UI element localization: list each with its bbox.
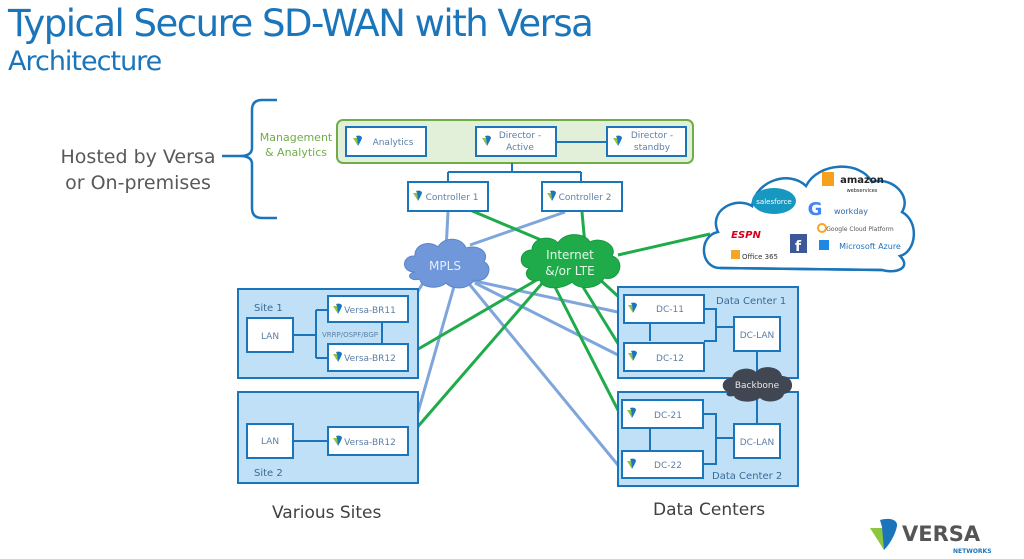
director-active-node[interactable]: Director - Active — [475, 126, 557, 157]
dc-21-node[interactable]: DC-21 — [621, 399, 704, 429]
internet-label-1: Internet — [546, 248, 594, 262]
office-text: Office 365 — [742, 253, 778, 261]
versa-br12-label: Versa-BR12 — [344, 354, 396, 364]
logo-name: VERSA — [902, 522, 981, 546]
versa-networks-logo: VERSA NETWORKS — [870, 518, 992, 555]
brace — [222, 98, 277, 220]
site-2-lan[interactable] — [246, 423, 294, 459]
dc-22-label: DC-22 — [654, 461, 682, 471]
site-2-versa-br12-node[interactable]: Versa-BR12 — [327, 426, 409, 456]
azure-icon — [819, 240, 829, 250]
site-1-panel: Site 1 LAN VRRP/OSPF/BGP Versa-BR11 Vers… — [237, 288, 419, 379]
site-2-br-label: Versa-BR12 — [344, 438, 396, 448]
management-label-line-2: & Analytics — [264, 146, 328, 159]
versa-br11-label: Versa-BR11 — [344, 306, 396, 316]
logo-sub: NETWORKS — [953, 548, 992, 555]
site-2-lan-label: LAN — [261, 437, 279, 447]
data-center-1-panel: Data Center 1 DC-11 DC-12 DC-LAN — [617, 286, 799, 379]
dc2-lan-label: DC-LAN — [740, 438, 775, 448]
aws-icon — [822, 172, 834, 186]
gcp-text: Google Cloud Platform — [826, 226, 894, 233]
hosted-line-1: Hosted by Versa — [60, 146, 216, 168]
data-centers-label: Data Centers — [653, 500, 766, 520]
office-icon — [731, 250, 740, 259]
site-1-label: Site 1 — [254, 303, 283, 314]
workday-text: workday — [834, 207, 868, 216]
controller-2-node[interactable]: Controller 2 — [541, 181, 623, 212]
google-logo: G — [808, 199, 823, 220]
internet-cloud: Internet &/or LTE — [520, 234, 621, 289]
site-1-lan-label: LAN — [261, 332, 279, 342]
aws-text: amazon — [840, 175, 884, 186]
site-2-label: Site 2 — [254, 468, 283, 479]
dc-12-node[interactable]: DC-12 — [623, 342, 705, 372]
various-sites-label: Various Sites — [272, 503, 382, 523]
backbone-label: Backbone — [735, 381, 780, 391]
saas-cloud: salesforce amazon webservices G workday … — [702, 165, 916, 273]
analytics-label: Analytics — [373, 138, 414, 148]
controller-1-label: Controller 1 — [426, 193, 479, 203]
management-label-line-1: Management — [259, 131, 333, 144]
analytics-node[interactable]: Analytics — [345, 126, 427, 157]
salesforce-logo — [752, 188, 796, 214]
gcp-icon — [817, 223, 827, 233]
controller-2-label: Controller 2 — [559, 193, 612, 203]
aws-sub: webservices — [847, 188, 878, 194]
director-active-label-1: Director - — [499, 131, 541, 141]
mpls-cloud: MPLS — [404, 238, 490, 289]
mpls-label: MPLS — [429, 259, 461, 273]
dc2-label: Data Center 2 — [712, 471, 782, 482]
backbone-cloud: Backbone — [722, 367, 793, 402]
director-standby-label-2: standby — [634, 143, 671, 153]
facebook-icon — [790, 234, 807, 253]
hosted-label: Hosted by Versa or On-premises — [40, 144, 236, 196]
dc1-label: Data Center 1 — [716, 296, 786, 307]
director-standby-label-1: Director - — [631, 131, 673, 141]
dc2-lan-node[interactable]: DC-LAN — [733, 423, 781, 459]
site-1-lan[interactable] — [246, 317, 294, 353]
dc1-lan-node[interactable]: DC-LAN — [733, 316, 781, 352]
salesforce-text: salesforce — [756, 198, 791, 206]
facebook-f: f — [795, 239, 802, 255]
dc-11-label: DC-11 — [656, 305, 684, 315]
page-title: Typical Secure SD-WAN with Versa — [8, 2, 594, 45]
data-center-2-panel: DC-21 DC-22 DC-LAN Data Center 2 — [617, 391, 799, 487]
versa-br12-node[interactable]: Versa-BR12 — [327, 343, 409, 372]
director-active-label-2: Active — [506, 143, 534, 153]
dc-11-node[interactable]: DC-11 — [623, 294, 705, 324]
hosted-line-2: or On-premises — [65, 172, 211, 194]
page-subtitle: Architecture — [8, 46, 162, 77]
espn-text: ESPN — [731, 230, 761, 241]
dc-22-node[interactable]: DC-22 — [621, 450, 704, 479]
management-label: Management & Analytics — [252, 130, 340, 160]
director-standby-node[interactable]: Director - standby — [606, 126, 687, 157]
protocol-label: VRRP/OSPF/BGP — [322, 331, 378, 339]
internet-label-2: &/or LTE — [545, 264, 594, 278]
dc-12-label: DC-12 — [656, 354, 684, 364]
site-2-panel: LAN Versa-BR12 Site 2 — [237, 391, 419, 484]
azure-text: Microsoft Azure — [839, 242, 901, 251]
dc-21-label: DC-21 — [654, 411, 682, 421]
dc1-lan-label: DC-LAN — [740, 331, 775, 341]
controller-1-node[interactable]: Controller 1 — [407, 181, 489, 212]
versa-br11-node[interactable]: Versa-BR11 — [327, 295, 409, 323]
internet-links — [406, 208, 711, 439]
